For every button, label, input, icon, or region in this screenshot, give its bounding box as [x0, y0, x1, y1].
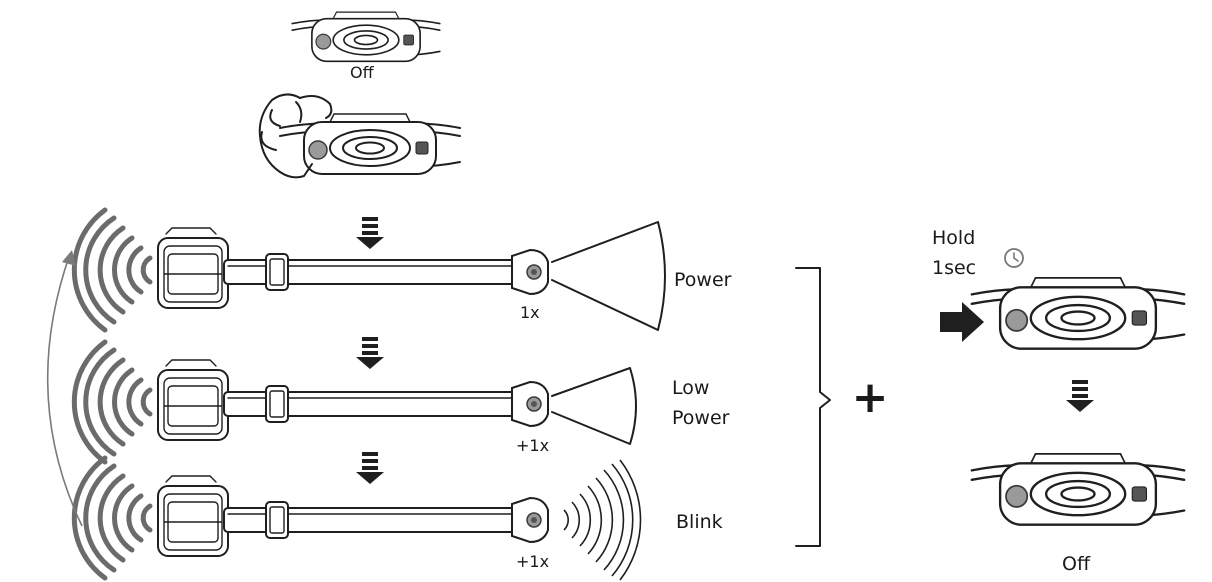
headlamp-side-blink: [157, 475, 549, 557]
light-beam-icon: [551, 221, 666, 331]
press-count-1x: 1x: [520, 303, 540, 322]
mode-label-low: Low: [672, 377, 709, 399]
headlamp-side-power: [157, 227, 549, 309]
bracket-icon: [795, 267, 831, 547]
label-off-bottom: Off: [1062, 553, 1091, 575]
plus-sign: +: [852, 372, 889, 423]
signal-waves-icon: [74, 342, 150, 462]
striped-down-arrow-icon: [356, 452, 384, 484]
striped-down-arrow-icon: [356, 337, 384, 369]
clock-icon: [1004, 248, 1024, 268]
signal-waves-icon: [74, 210, 150, 330]
signal-waves-icon: [74, 458, 150, 578]
cycle-arrow-icon: [46, 250, 83, 527]
hold-label: Hold: [932, 227, 975, 249]
press-count-plus1x: +1x: [516, 436, 549, 455]
mode-label-blink: Blink: [676, 511, 723, 533]
headlamp-hold: [970, 276, 1186, 350]
hand-pressing-headlamp: [258, 93, 461, 179]
headlamp-off-bottom: [970, 452, 1186, 526]
headlamp-side-low-power: [157, 359, 549, 441]
press-count-plus1x: +1x: [516, 552, 549, 571]
hold-duration-label: 1sec: [932, 257, 976, 279]
striped-down-arrow-icon: [356, 217, 384, 249]
label-off-top: Off: [350, 63, 375, 82]
blink-waves-icon: [563, 459, 642, 581]
headlamp-off-top: [291, 11, 441, 63]
mode-label-power: Power: [674, 269, 732, 291]
light-beam-icon: [551, 367, 637, 445]
push-arrow-icon: [940, 302, 984, 342]
striped-down-arrow-icon: [1066, 380, 1094, 412]
mode-label-power-2: Power: [672, 407, 730, 429]
